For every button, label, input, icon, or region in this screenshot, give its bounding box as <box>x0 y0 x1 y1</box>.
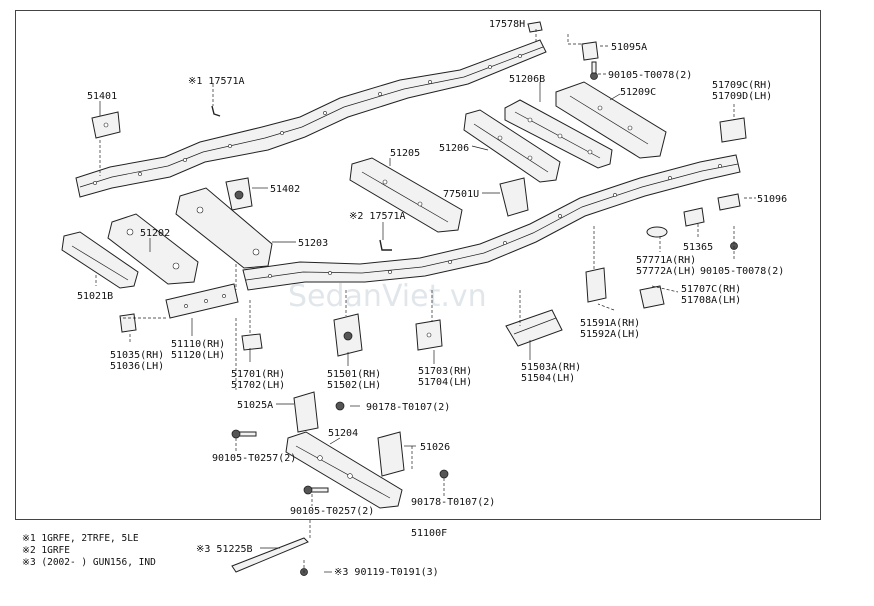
footnote-2: ※2 1GRFE <box>22 545 70 556</box>
bracket-51701-51702 <box>241 333 263 351</box>
label-51110: 51110(RH) <box>171 339 225 350</box>
label-51021B: 51021B <box>77 291 113 302</box>
label-51036: 51036(LH) <box>110 361 164 372</box>
label-90105-T0078-top: 90105-T0078(2) <box>608 70 692 81</box>
upper-frame-rail <box>75 39 547 198</box>
crossmember-51203 <box>175 187 273 269</box>
crossmember-51206B <box>504 99 613 169</box>
bracket-51026 <box>377 431 405 477</box>
label-17578H: 17578H <box>489 19 525 30</box>
label-51035: 51035(RH) <box>110 350 164 361</box>
nut-90178-T0107-b <box>439 469 449 479</box>
label-51504: 51504(LH) <box>521 373 575 384</box>
label-51501: 51501(RH) <box>327 369 381 380</box>
part-labels: 17578H 51095A 90105-T0078(2) 51206B 5120… <box>77 19 787 578</box>
crossmember-51204 <box>285 431 403 509</box>
footnotes: ※1 1GRFE, 2TRFE, 5LE ※2 1GRFE ※3 (2002- … <box>22 533 156 568</box>
label-51401: 51401 <box>87 91 117 102</box>
bracket-51591A-51592A <box>585 267 607 303</box>
label-77501U: 77501U <box>443 189 479 200</box>
label-90178-T0107-a: 90178-T0107(2) <box>366 402 450 413</box>
bolt-90105-T0257-a <box>231 429 257 439</box>
crossmember-51021B <box>61 231 139 289</box>
bracket-17571A-2 <box>379 239 392 251</box>
label-51707C: 51707C(RH) <box>681 284 741 295</box>
label-51592A: 51592A(LH) <box>580 329 640 340</box>
reinforcement-51110-51120 <box>165 283 239 319</box>
label-90178-T0107-b: 90178-T0107(2) <box>411 497 495 508</box>
label-51096: 51096 <box>757 194 787 205</box>
label-51702: 51702(LH) <box>231 380 285 391</box>
label-51120: 51120(LH) <box>171 350 225 361</box>
footnote-3: ※3 (2002- ) GUN156, IND <box>22 557 156 568</box>
label-51209C: 51209C <box>620 87 656 98</box>
rail-holes <box>93 54 722 278</box>
label-90119-T0191: ※3 90119-T0191(3) <box>334 567 439 578</box>
leader-lines <box>95 29 756 576</box>
label-51503A: 51503A(RH) <box>521 362 581 373</box>
label-51204: 51204 <box>328 428 358 439</box>
crossmember-51205 <box>349 157 463 233</box>
bracket-51095A <box>581 41 599 61</box>
mount-51402 <box>225 177 253 211</box>
crossmember-51202 <box>107 213 199 285</box>
label-51703: 51703(RH) <box>418 366 472 377</box>
bracket-51025A <box>293 391 319 433</box>
rod-51225B <box>231 537 309 573</box>
bracket-51365 <box>683 207 705 227</box>
label-51704: 51704(LH) <box>418 377 472 388</box>
bracket-51709C-51709D <box>719 117 747 143</box>
crossmember-51206 <box>463 109 561 183</box>
bracket-51096 <box>717 193 741 211</box>
label-57771A: 57771A(RH) <box>636 255 696 266</box>
clip-17578H <box>527 21 543 33</box>
watermark: SedanViet.vn <box>288 279 487 314</box>
label-90105-T0078-right: 90105-T0078(2) <box>700 266 784 277</box>
bracket-17571A-1 <box>211 105 221 117</box>
label-51206B: 51206B <box>509 74 545 85</box>
label-90105-T0257-b: 90105-T0257(2) <box>290 506 374 517</box>
label-51708A: 51708A(LH) <box>681 295 741 306</box>
label-51025A: 51025A <box>237 400 273 411</box>
label-51100F: 51100F <box>411 528 447 539</box>
label-51365: 51365 <box>683 242 713 253</box>
label-51225B: ※3 51225B <box>196 544 253 555</box>
bracket-77501U <box>499 177 529 217</box>
label-51095A: 51095A <box>611 42 647 53</box>
label-51709C: 51709C(RH) <box>712 80 772 91</box>
footnote-1: ※1 1GRFE, 2TRFE, 5LE <box>22 533 139 544</box>
label-51591A: 51591A(RH) <box>580 318 640 329</box>
bolt-90105-T0257-b <box>303 485 329 495</box>
label-51206: 51206 <box>439 143 469 154</box>
label-17571A-2: ※2 17571A <box>349 211 406 222</box>
label-51502: 51502(LH) <box>327 380 381 391</box>
label-51205: 51205 <box>390 148 420 159</box>
bracket-51035-51036 <box>119 313 137 333</box>
diagram-frame <box>15 10 821 520</box>
label-57772A: 57772A(LH) <box>636 266 696 277</box>
crossmember-51209C <box>555 81 667 159</box>
cushion-57771A-57772A <box>646 226 668 238</box>
lower-rail-edge <box>245 163 739 281</box>
label-90105-T0257-a: 90105-T0257(2) <box>212 453 296 464</box>
nut-90178-T0107-a <box>335 401 345 411</box>
bracket-51703-51704 <box>415 319 443 351</box>
lower-frame-rail <box>242 154 741 291</box>
bracket-51503A-51504 <box>505 309 563 347</box>
label-51701: 51701(RH) <box>231 369 285 380</box>
bracket-51707C-51708A <box>639 285 665 309</box>
bracket-51401 <box>91 111 121 139</box>
label-17571A-1: ※1 17571A <box>188 76 245 87</box>
label-51203: 51203 <box>298 238 328 249</box>
label-51026: 51026 <box>420 442 450 453</box>
bolt-90105-T0078-top <box>590 61 598 80</box>
label-51202: 51202 <box>140 228 170 239</box>
bracket-51501-51502 <box>333 313 363 357</box>
label-51402: 51402 <box>270 184 300 195</box>
label-51709D: 51709D(LH) <box>712 91 772 102</box>
